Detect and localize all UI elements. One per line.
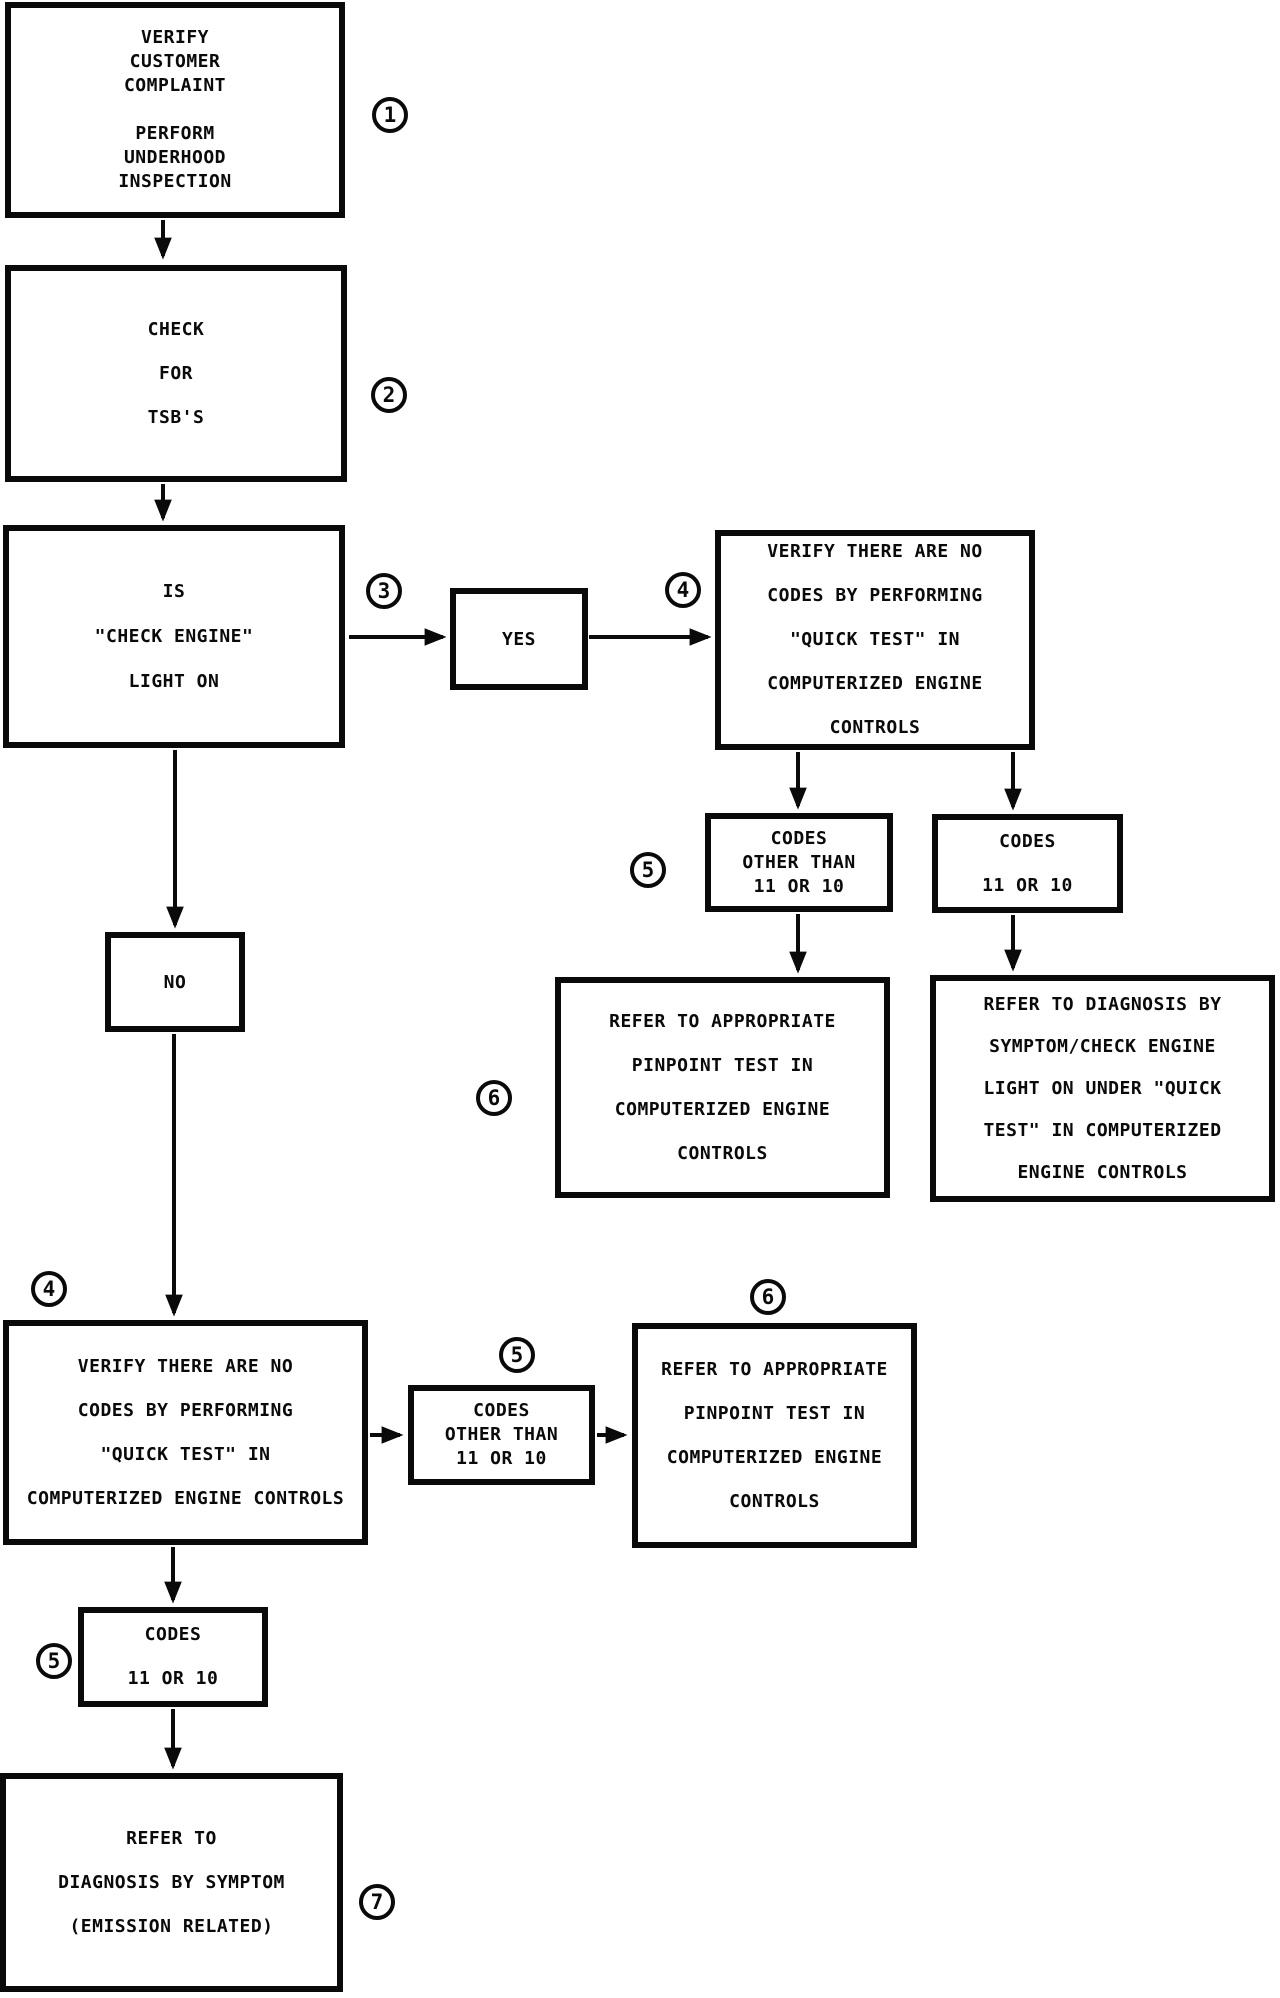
flow-node-verify-no-codes-quick-test-top: VERIFY THERE ARE NO CODES BY PERFORMING … (715, 530, 1035, 750)
step-badge-1: 1 (372, 97, 408, 133)
step-badge-4-top: 4 (665, 572, 701, 608)
flow-node-codes-other-than-11-10-bottom: CODES OTHER THAN 11 OR 10 (408, 1385, 595, 1485)
step-badge-5-top: 5 (630, 852, 666, 888)
step-badge-2: 2 (371, 377, 407, 413)
step-badge-4-bottom: 4 (31, 1271, 67, 1307)
flow-node-refer-diagnosis-by-symptom-check-engine: REFER TO DIAGNOSIS BY SYMPTOM/CHECK ENGI… (930, 975, 1275, 1202)
flow-node-no: NO (105, 932, 245, 1032)
step-badge-7: 7 (359, 1884, 395, 1920)
flow-node-codes-11-or-10-bottom: CODES 11 OR 10 (78, 1607, 268, 1707)
flow-node-codes-other-than-11-10-top: CODES OTHER THAN 11 OR 10 (705, 813, 893, 912)
flow-node-refer-pinpoint-test-bottom: REFER TO APPROPRIATE PINPOINT TEST IN CO… (632, 1323, 917, 1548)
step-badge-6-bottom: 6 (750, 1279, 786, 1315)
flow-node-verify-no-codes-quick-test-bottom: VERIFY THERE ARE NO CODES BY PERFORMING … (3, 1320, 368, 1545)
flow-node-refer-pinpoint-test-top: REFER TO APPROPRIATE PINPOINT TEST IN CO… (555, 977, 890, 1198)
flow-node-is-check-engine-light-on: IS "CHECK ENGINE" LIGHT ON (3, 525, 345, 748)
step-badge-3: 3 (366, 573, 402, 609)
flow-node-yes: YES (450, 588, 588, 690)
flow-node-codes-11-or-10-top: CODES 11 OR 10 (932, 814, 1123, 913)
step-badge-5-codes-11-10: 5 (36, 1643, 72, 1679)
flow-node-verify-customer-complaint: VERIFY CUSTOMER COMPLAINT PERFORM UNDERH… (5, 2, 345, 218)
step-badge-6-top: 6 (476, 1080, 512, 1116)
step-badge-5-bottom: 5 (499, 1337, 535, 1373)
flow-node-check-for-tsbs: CHECK FOR TSB'S (5, 265, 347, 482)
flow-node-refer-diagnosis-emission-related: REFER TO DIAGNOSIS BY SYMPTOM (EMISSION … (0, 1773, 343, 1992)
